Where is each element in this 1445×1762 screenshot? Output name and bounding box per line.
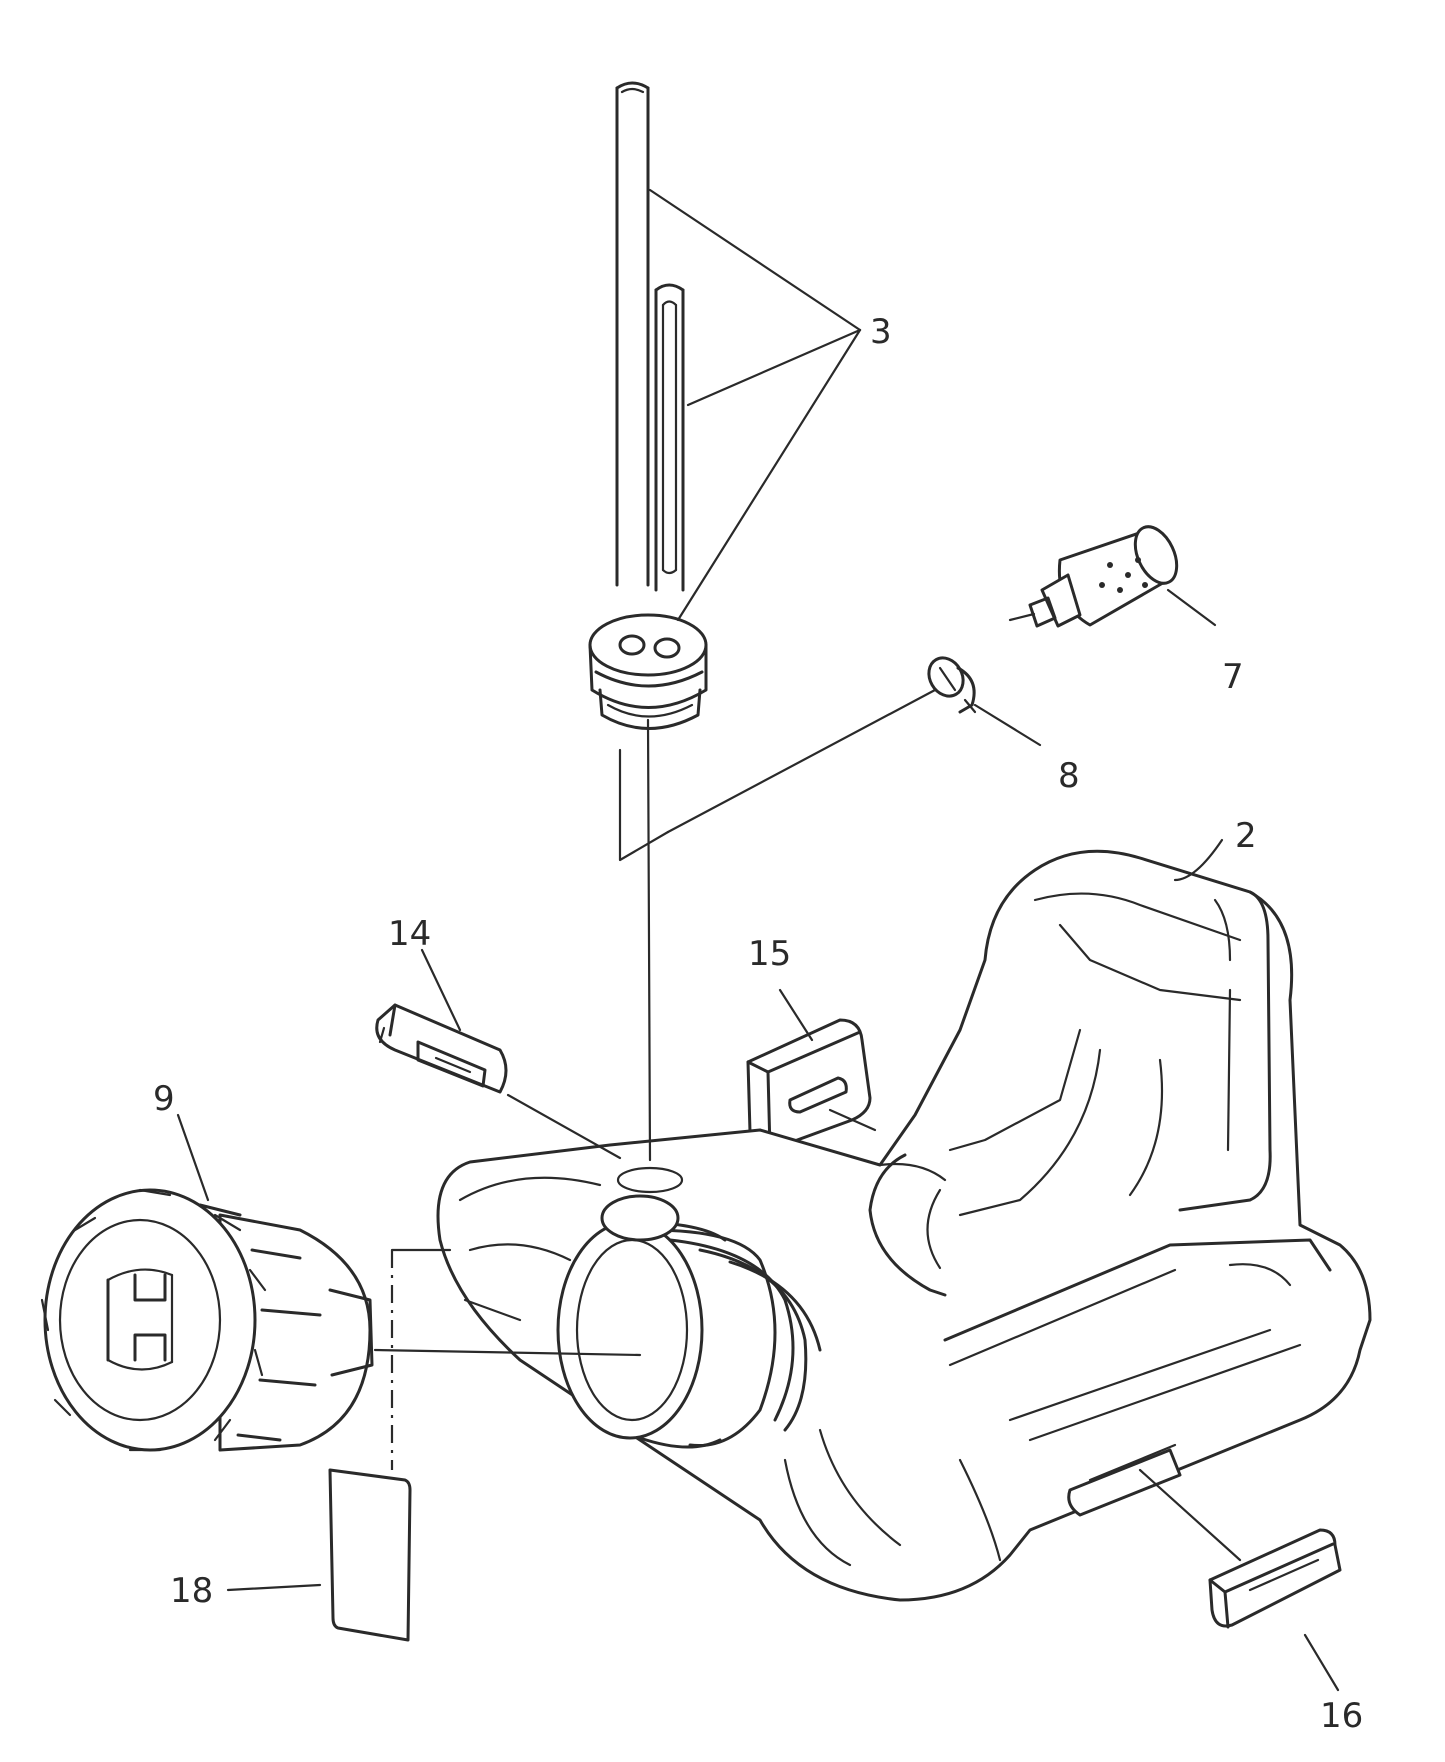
assembly-lines	[373, 688, 937, 1470]
part-2-fuel-tank	[436, 849, 1372, 1602]
part-16-cushion	[1208, 1528, 1342, 1629]
leader-lines	[176, 188, 1340, 1692]
callout-15: 15	[748, 934, 791, 974]
part-3-tube-assembly	[588, 81, 708, 730]
callout-9: 9	[153, 1079, 175, 1119]
part-18-label	[328, 1468, 412, 1642]
callout-3: 3	[870, 312, 892, 352]
callout-8: 8	[1058, 756, 1080, 796]
part-8-hose-clip	[927, 656, 977, 714]
callout-2: 2	[1235, 816, 1257, 856]
callout-labels: 3 7 8 2 14 15 9 18 16	[153, 312, 1363, 1736]
part-9-fuel-cap	[40, 1188, 374, 1452]
part-7-fuel-filter	[1008, 525, 1179, 628]
callout-14: 14	[388, 914, 431, 954]
part-14-grommet	[375, 1003, 508, 1094]
callout-18: 18	[170, 1571, 213, 1611]
callout-7: 7	[1222, 657, 1244, 697]
callout-16: 16	[1320, 1696, 1363, 1736]
